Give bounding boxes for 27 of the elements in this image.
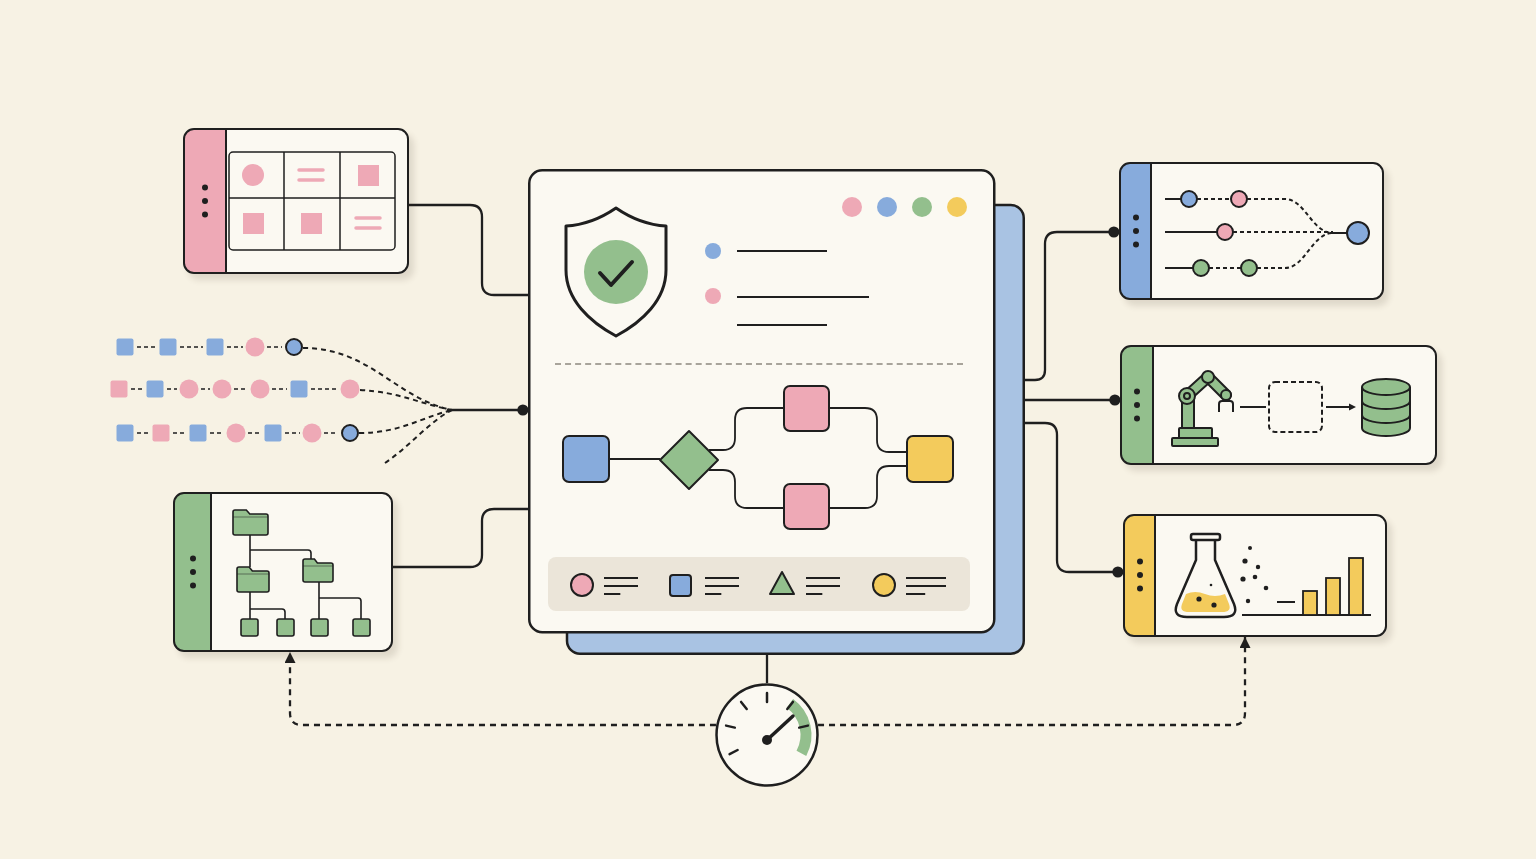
process-square <box>783 385 830 432</box>
folder-tree-card <box>173 492 393 652</box>
connector-line <box>708 469 784 509</box>
dashed-arrow <box>284 652 716 727</box>
table-card <box>183 128 409 274</box>
pipeline-card <box>1119 162 1384 300</box>
connector-line <box>829 465 907 509</box>
connector-line <box>393 507 528 569</box>
data-stream-illustration <box>108 335 455 466</box>
connector-line <box>765 655 769 683</box>
process-square <box>562 435 610 483</box>
connector-line <box>708 407 784 451</box>
dashed-arrow <box>818 637 1251 727</box>
robot-arm-card <box>1120 345 1437 465</box>
gauge-dial <box>715 683 819 787</box>
dot-connector <box>455 404 529 416</box>
decision-diamond <box>659 430 719 490</box>
dot-connector <box>1025 226 1120 382</box>
process-square <box>906 435 954 483</box>
dot-connector <box>1025 394 1121 406</box>
dot-connector <box>1025 421 1124 578</box>
connector-line <box>609 458 661 460</box>
lab-chart-card <box>1123 514 1387 637</box>
process-square <box>783 483 830 530</box>
stacked-panel <box>528 169 1025 655</box>
connector-line <box>829 407 907 453</box>
connector-line <box>409 203 528 297</box>
